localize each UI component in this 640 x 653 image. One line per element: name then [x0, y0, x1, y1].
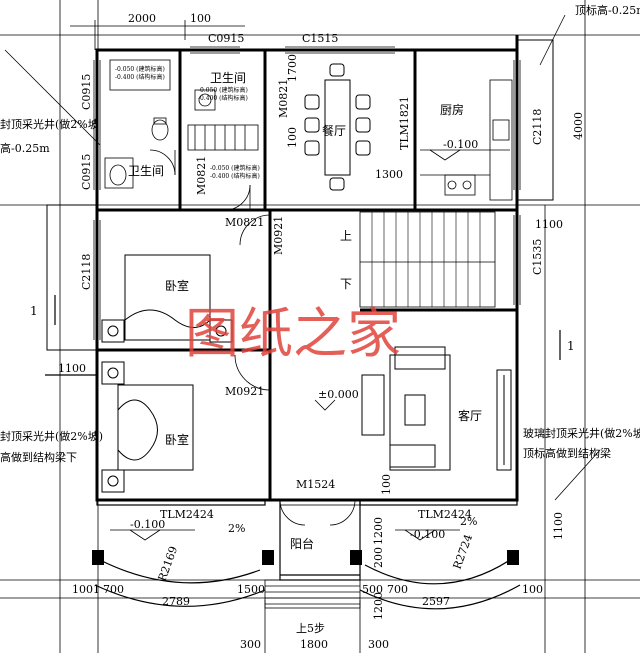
label-m0921-a: M0921 [272, 216, 285, 255]
dim-bottom-500: 500 [362, 583, 383, 596]
dim-bottom-1500: 1500 [237, 583, 265, 596]
kitchen-fixtures [420, 79, 513, 201]
bath-note-3: -0.050 (建筑标高) [198, 86, 248, 94]
label-m0821-c: M0821 [225, 216, 264, 229]
room-dining: 餐厅 [322, 123, 346, 138]
dim-pct-right: 2% [460, 515, 477, 528]
dim-bottom-700-b: 700 [387, 583, 408, 596]
dim-dining-1300: 1300 [375, 168, 403, 181]
note-left-bottom-b: 高做到结构梁下 [0, 450, 77, 464]
bath-note-1: -0.050 (建筑标高) [115, 65, 165, 73]
room-balcony: 阳台 [290, 536, 314, 551]
section-mark-left: 1 [30, 304, 38, 318]
bath-note-2: -0.400 (结构标高) [115, 73, 165, 81]
columns [92, 550, 519, 565]
note-left-top-b: 高-0.25m [0, 141, 50, 155]
label-m0821-a: M0821 [277, 79, 290, 118]
label-m0821-b: M0821 [195, 156, 208, 195]
room-kitchen: 厨房 [440, 102, 464, 117]
dining-table [304, 63, 371, 191]
level-porch-right: -0.100 [410, 528, 445, 541]
label-c0915-left-b: C0915 [80, 154, 93, 190]
note-right-bottom-a: 玻璃封顶采光井(做2%坡 [523, 426, 640, 440]
label-c2118-right: C2118 [531, 109, 544, 145]
level-triangles [110, 149, 510, 541]
bath-note-4: -0.400 (结构标高) [198, 94, 248, 102]
room-living: 客厅 [458, 408, 482, 423]
dim-bottom-2789: 2789 [162, 595, 190, 608]
dim-dining-1700: 1700 [286, 54, 299, 82]
toilet-icon-2 [109, 164, 127, 186]
label-m0921-b: M0921 [225, 385, 264, 398]
room-bathroom-a: 卫生间 [210, 71, 246, 85]
label-c0915-top: C0915 [208, 32, 244, 45]
dim-right-4000: 4000 [572, 112, 585, 140]
note-top-right: 顶标高-0.25m [575, 3, 640, 17]
porch [94, 499, 521, 610]
watermark: 图纸之家 [185, 302, 401, 365]
label-r2169: R2169 [156, 544, 181, 583]
dim-bottom-2597: 2597 [422, 595, 450, 608]
note-left-bottom-a: 封顶采光井(做2%坡) [0, 429, 103, 443]
stair-up: 上 [340, 229, 352, 243]
light-well-right [517, 39, 554, 201]
level-kitchen: -0.100 [443, 138, 478, 151]
dim-right-1100-b: 1100 [552, 512, 565, 540]
dim-pct-left: 2% [228, 522, 245, 535]
dim-top-2000: 2000 [128, 12, 156, 25]
dim-bottom-300-b: 300 [368, 638, 389, 651]
bath-note-5: -0.050 (建筑标高) [210, 164, 260, 172]
dim-top-100: 100 [190, 12, 211, 25]
bed-upper [101, 254, 233, 343]
section-marks [45, 295, 561, 376]
level-porch-left: -0.100 [130, 518, 165, 531]
label-c0915-left-a: C0915 [80, 74, 93, 110]
label-tlm2424-left: TLM2424 [160, 508, 214, 521]
bed-lower [101, 361, 194, 493]
dim-dining-100: 100 [286, 127, 299, 148]
top-dimension [70, 20, 245, 50]
light-well-left [46, 204, 98, 351]
porch-steps-label: 上5步 [296, 622, 325, 635]
toilet-icon [151, 119, 169, 141]
label-c1515: C1515 [302, 32, 338, 45]
dim-porch-100: 100 [380, 474, 393, 495]
windows [93, 46, 521, 340]
label-tlm1821: TLM1821 [398, 96, 411, 150]
label-c1535: C1535 [531, 239, 544, 275]
staircase [359, 211, 496, 308]
dim-porch-1200-b: 1200 [372, 592, 385, 620]
label-r2724: R2724 [451, 532, 476, 571]
label-tlm2424-right: TLM2424 [418, 508, 472, 521]
dim-right-1100-a: 1100 [535, 218, 563, 231]
section-mark-right: 1 [567, 339, 575, 353]
living-furniture [361, 346, 512, 471]
dim-porch-200: 200 [372, 547, 385, 568]
note-left-top-a: 封顶采光井(做2%坡 [0, 117, 99, 131]
porch-steps [264, 579, 361, 609]
dim-bottom-100: 100 [522, 583, 543, 596]
dim-bottom-1800: 1800 [300, 638, 328, 651]
room-bathroom-b: 卫生间 [128, 164, 164, 178]
dim-bottom-1001: 1001 [72, 583, 100, 596]
room-bedroom-lower: 卧室 [165, 432, 189, 447]
dim-bottom-700-a: 700 [103, 583, 124, 596]
dim-bottom-300-a: 300 [240, 638, 261, 651]
stair-down: 下 [340, 277, 352, 291]
stair-treads [371, 212, 481, 307]
room-bedroom-upper: 卧室 [165, 278, 189, 293]
dim-left-1100: 1100 [58, 362, 86, 375]
bath-note-6: -0.400 (结构标高) [210, 172, 260, 180]
dim-porch-1200-a: 1200 [372, 517, 385, 545]
level-living: ±0.000 [318, 388, 359, 401]
label-c2118-left: C2118 [80, 254, 93, 290]
note-right-bottom-b: 顶标高做到结构梁 [523, 446, 611, 460]
label-m1524: M1524 [296, 478, 335, 491]
bath-fixtures [104, 59, 259, 189]
